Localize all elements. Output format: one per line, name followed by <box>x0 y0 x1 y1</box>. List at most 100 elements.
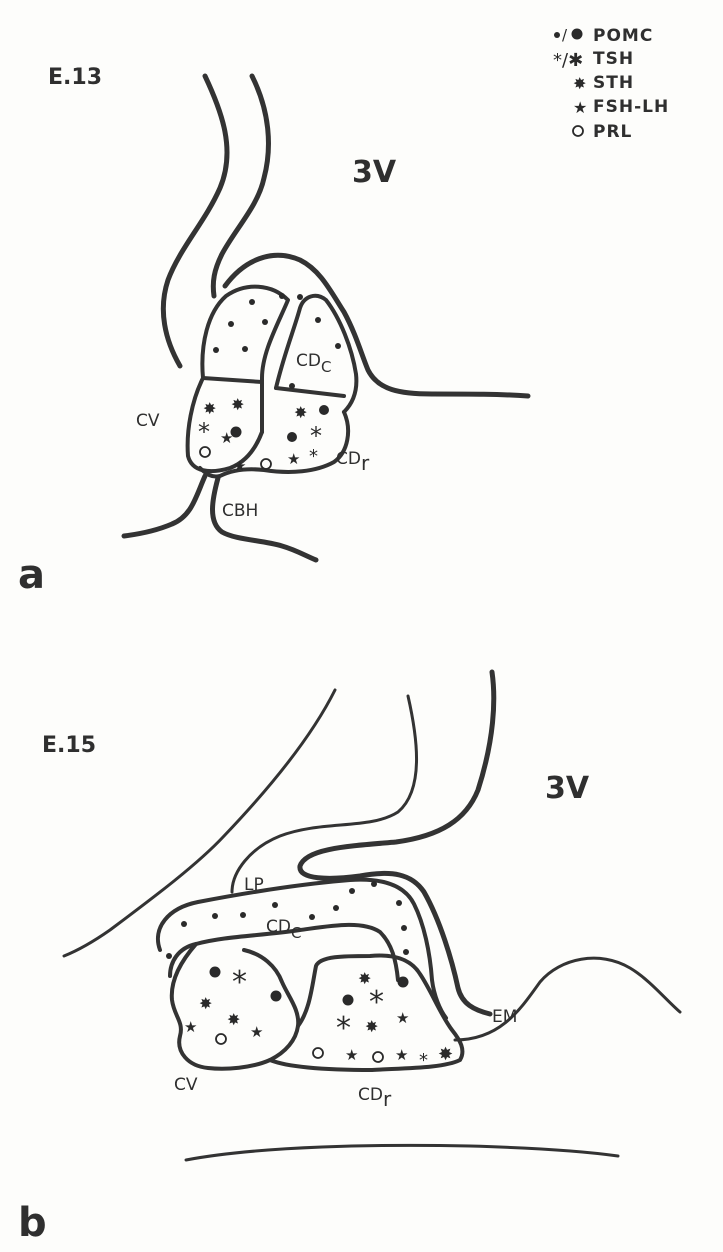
legend-label-sth: STH <box>593 73 634 93</box>
lp-label-b: LP <box>244 875 264 895</box>
em-label-b: EM <box>492 1007 517 1027</box>
cdc-label-a: CDC <box>296 351 331 376</box>
pomc-marker <box>289 383 295 389</box>
pomc-marker-large <box>287 432 297 442</box>
panel-a: E.13 3V CV CDC CDr CBH <box>18 65 528 598</box>
fsh-lh-marker: ★ <box>396 1009 409 1027</box>
hormone-symbols-b: * * * * ✸ ✸ ✸ ✸ ✸ ★ ★ ★ ★ ★ <box>184 965 453 1071</box>
sth-marker: ✸ <box>227 1010 240 1029</box>
legend-item-prl: PRL <box>573 122 632 142</box>
cdr-label-a: CDr <box>336 449 370 475</box>
fsh-lh-marker: ★ <box>345 1046 358 1064</box>
pomc-marker <box>212 913 218 919</box>
pomc-marker <box>262 319 268 325</box>
pomc-marker <box>272 902 278 908</box>
outer-contour-b <box>64 690 335 956</box>
pomc-marker <box>228 321 234 327</box>
ventricle-floor-a <box>225 255 528 396</box>
sth-marker: ✸ <box>294 403 307 422</box>
cv-lobe-b <box>172 944 298 1069</box>
em-contour-b <box>455 958 680 1040</box>
open-circle-icon <box>573 126 583 136</box>
slash-icon: / <box>562 26 568 44</box>
pomc-marker <box>242 346 248 352</box>
legend-label-prl: PRL <box>593 122 632 142</box>
cdr-label-b: CDr <box>358 1085 392 1111</box>
sth-marker: ✸ <box>365 1017 378 1036</box>
cbh-stalk-left-a <box>124 476 205 536</box>
pomc-marker <box>396 900 402 906</box>
burst-icon: ✸ <box>573 74 586 93</box>
tsh-marker: * <box>198 418 210 446</box>
legend-label-pomc: POMC <box>593 26 653 46</box>
panel-letter-b: b <box>18 1200 47 1246</box>
tsh-marker: * <box>369 985 384 1020</box>
tsh-marker: ✸ <box>438 1044 453 1065</box>
pomc-marker <box>371 881 377 887</box>
tsh-marker: * <box>309 446 318 467</box>
pomc-marker <box>403 949 409 955</box>
pomc-marker-large <box>319 405 329 415</box>
prl-marker <box>373 1052 383 1062</box>
sth-marker: ✸ <box>199 994 212 1013</box>
pomc-marker-large <box>210 967 221 978</box>
prl-marker <box>216 1034 226 1044</box>
legend: / POMC */✱ TSH ✸ STH ★ FSH-LH PRL <box>553 26 669 142</box>
legend-item-pomc: / POMC <box>554 26 653 46</box>
pomc-marker <box>249 299 255 305</box>
pomc-marker <box>333 905 339 911</box>
legend-item-fsh-lh: ★ FSH-LH <box>573 97 669 117</box>
pomc-marker <box>279 293 285 299</box>
pomc-marker <box>309 914 315 920</box>
pomc-marker <box>213 347 219 353</box>
stage-label-b: E.15 <box>42 733 96 758</box>
pomc-marker <box>401 925 407 931</box>
sth-marker: ✸ <box>203 399 216 418</box>
pomc-marker <box>181 921 187 927</box>
small-dot-icon <box>554 32 560 38</box>
cv-label-b: CV <box>174 1075 198 1095</box>
pomc-marker-large <box>398 977 409 988</box>
legend-label-tsh: TSH <box>593 49 634 69</box>
base-contour-b <box>186 1145 618 1160</box>
fsh-lh-marker: ★ <box>184 1018 197 1036</box>
asterisk-icon: */✱ <box>553 50 583 71</box>
sth-marker: ✸ <box>358 969 371 988</box>
prl-marker <box>261 459 271 469</box>
legend-item-sth: ✸ STH <box>573 73 634 93</box>
stage-label-a: E.13 <box>48 65 102 90</box>
tsh-marker: * <box>232 965 247 1000</box>
pomc-marker <box>240 912 246 918</box>
fsh-lh-marker: ★ <box>220 429 233 447</box>
tsh-marker: * <box>336 1011 351 1046</box>
cv-label-a: CV <box>136 411 160 431</box>
infundibulum-left-wall-a <box>163 76 227 366</box>
pomc-marker <box>349 888 355 894</box>
pomc-marker-large <box>343 995 354 1006</box>
prl-marker <box>313 1048 323 1058</box>
ventricle-wall-b <box>232 696 417 892</box>
fsh-lh-marker: ★ <box>287 450 300 468</box>
legend-item-tsh: */✱ TSH <box>553 49 634 71</box>
fsh-lh-marker: ★ <box>250 1023 263 1041</box>
star-icon: ★ <box>573 98 587 117</box>
pomc-marker-large <box>271 991 282 1002</box>
pomc-marker <box>335 343 341 349</box>
fsh-lh-marker: ★ <box>233 457 246 475</box>
fsh-lh-marker: ★ <box>395 1046 408 1064</box>
cbh-label-a: CBH <box>222 501 258 521</box>
third-ventricle-label-a: 3V <box>352 155 397 190</box>
tsh-marker: * <box>419 1050 428 1071</box>
sth-marker: ✸ <box>231 395 244 414</box>
pomc-marker <box>315 317 321 323</box>
third-ventricle-label-b: 3V <box>545 771 590 806</box>
pomc-marker <box>166 953 172 959</box>
legend-label-fsh-lh: FSH-LH <box>593 97 669 117</box>
cdc-label-b: CDC <box>266 917 301 942</box>
large-dot-icon <box>572 29 583 40</box>
panel-b: E.15 3V LP CDC EM CV CDr <box>18 672 680 1246</box>
pomc-marker <box>297 294 303 300</box>
panel-letter-a: a <box>18 552 45 598</box>
